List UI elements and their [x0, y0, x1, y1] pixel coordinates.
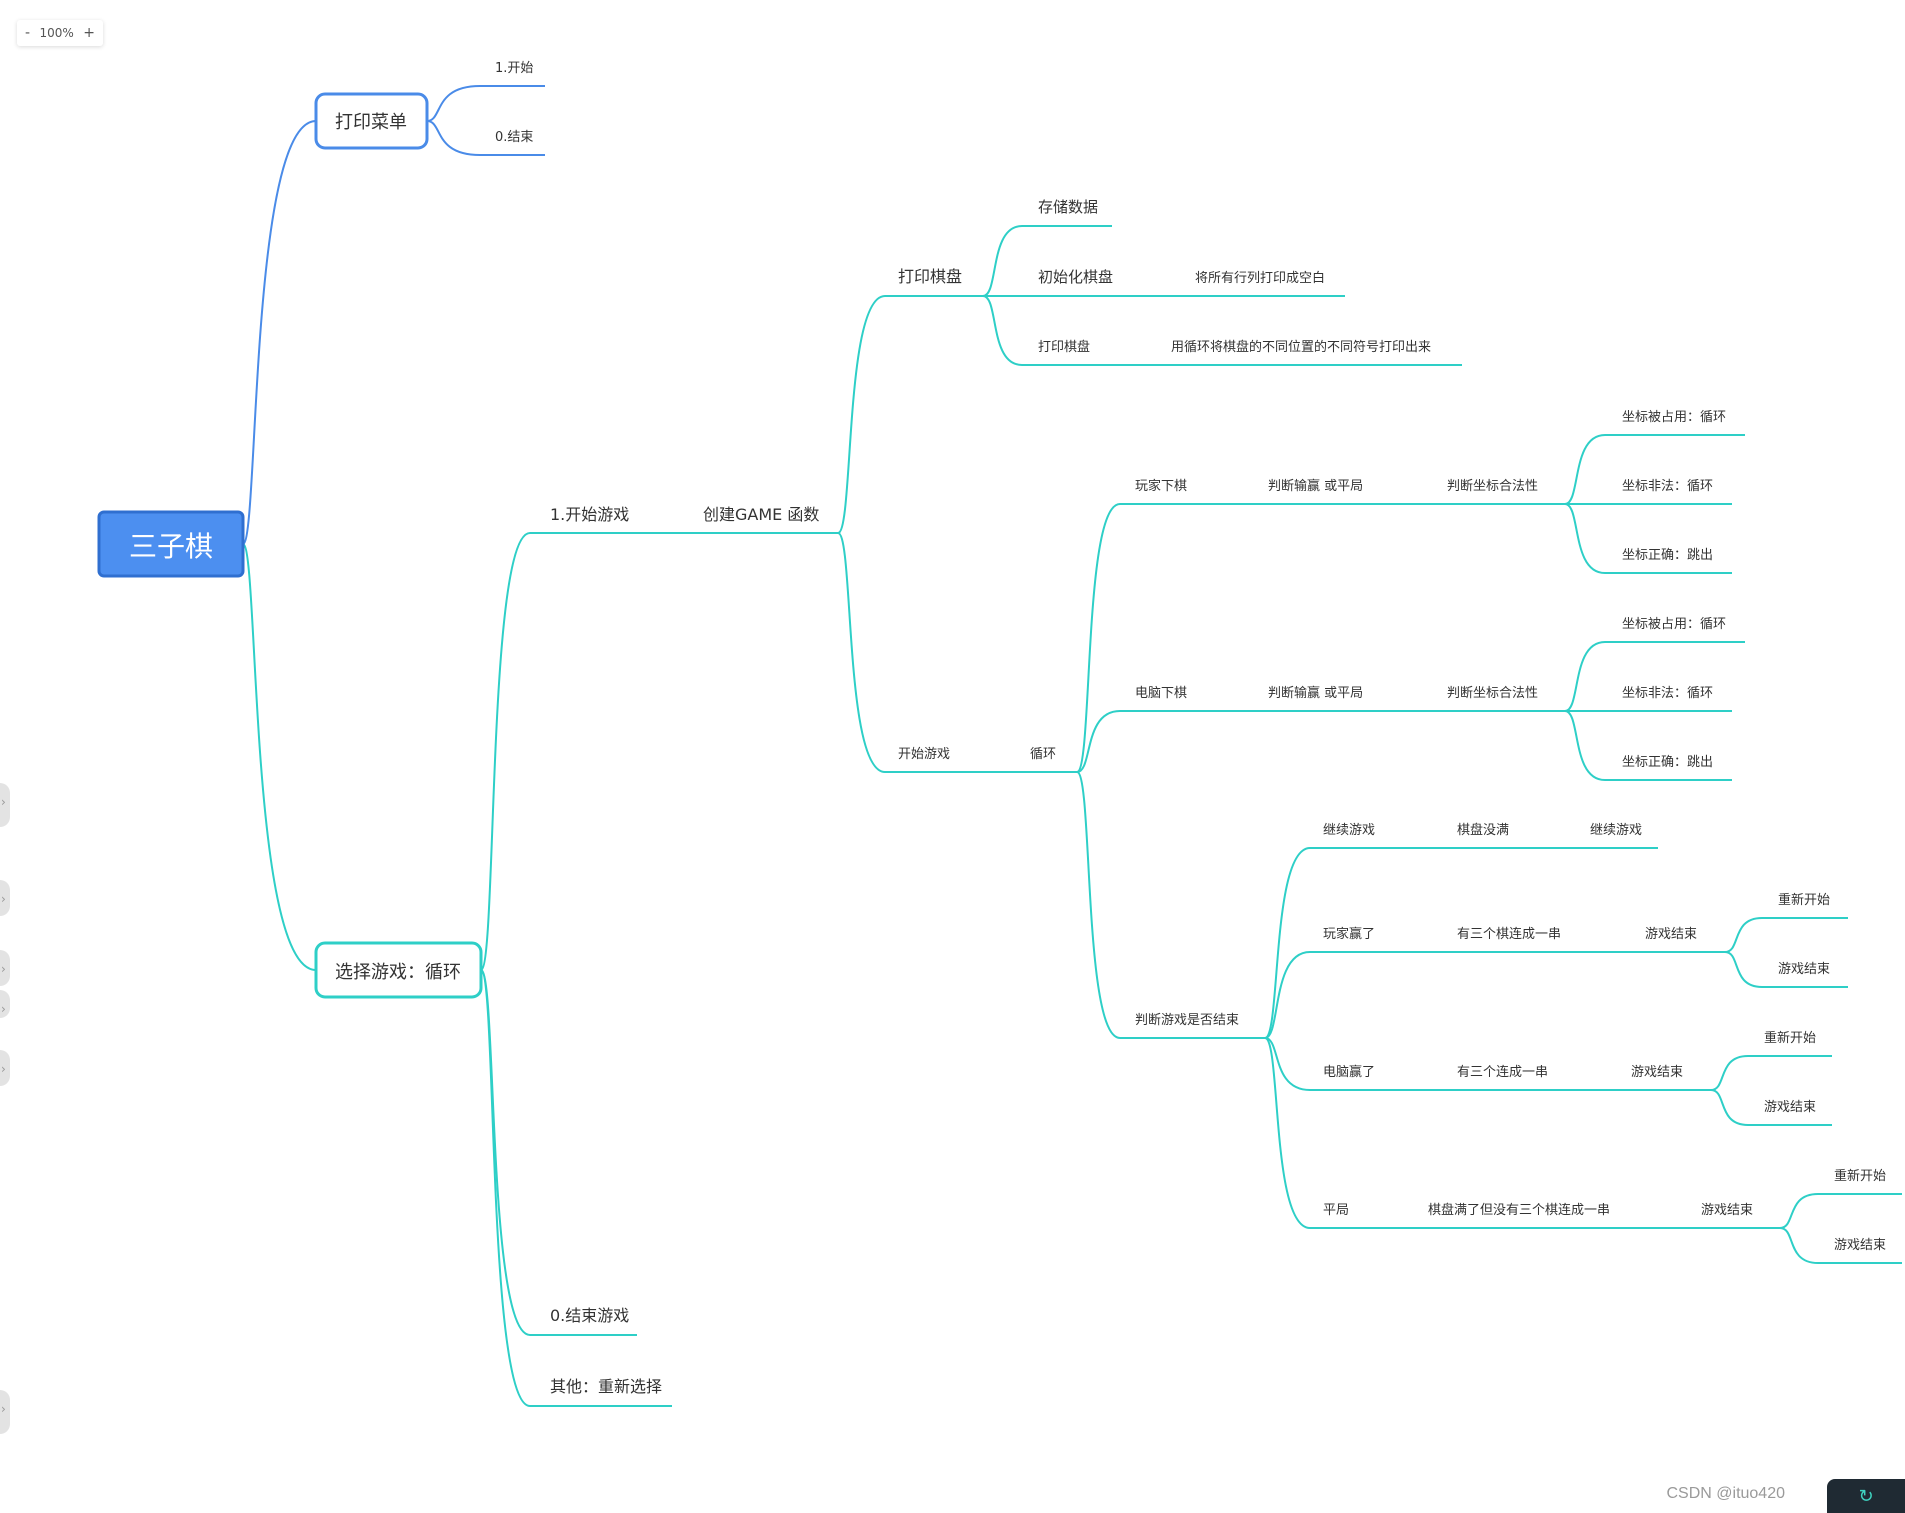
- connector-line: [1264, 1037, 1311, 1229]
- judge-end-node[interactable]: 判断游戏是否结束: [1135, 1013, 1239, 1028]
- connector-line: [1724, 917, 1763, 953]
- menu-option-end[interactable]: 0.结束: [495, 130, 533, 145]
- player-judge-node[interactable]: 判断输赢 或平局: [1268, 478, 1363, 494]
- zoom-control: - 100% +: [17, 20, 103, 46]
- connector-line: [1564, 710, 1606, 781]
- draw-cond[interactable]: 棋盘满了但没有三个棋连成一串: [1428, 1202, 1610, 1218]
- collapse-handle[interactable]: [0, 1390, 10, 1434]
- continue-result[interactable]: 继续游戏: [1590, 823, 1642, 838]
- menu-option-start[interactable]: 1.开始: [495, 61, 533, 76]
- draw-result[interactable]: 游戏结束: [1701, 1203, 1753, 1218]
- end-game-option[interactable]: 0.结束游戏: [550, 1306, 629, 1325]
- connector-line: [242, 543, 317, 971]
- draw-gameover[interactable]: 游戏结束: [1834, 1238, 1886, 1253]
- select-game-node-box[interactable]: [314, 941, 483, 999]
- refresh-icon[interactable]: ↻: [1827, 1479, 1905, 1513]
- connector-line: [1710, 1055, 1749, 1091]
- player-win-restart[interactable]: 重新开始: [1778, 892, 1830, 908]
- collapse-handle[interactable]: [0, 950, 10, 986]
- connector-line: [426, 120, 481, 156]
- computer-win-result[interactable]: 游戏结束: [1631, 1065, 1683, 1080]
- init-board-desc[interactable]: 将所有行列打印成空白: [1195, 270, 1325, 286]
- create-game-function[interactable]: 创建GAME 函数: [703, 505, 819, 524]
- player-win-gameover[interactable]: 游戏结束: [1778, 962, 1830, 977]
- draw-restart[interactable]: 重新开始: [1834, 1168, 1886, 1184]
- root-node-box[interactable]: [97, 510, 245, 578]
- connector-line: [982, 295, 1023, 366]
- computer-judge-node[interactable]: 判断输赢 或平局: [1268, 685, 1363, 701]
- collapse-handle[interactable]: [0, 880, 10, 916]
- computer-move-node[interactable]: 电脑下棋: [1135, 686, 1187, 701]
- computer-case-illegal[interactable]: 坐标非法：循环: [1622, 686, 1713, 701]
- connector-line: [837, 532, 886, 773]
- connector-line: [982, 225, 1023, 297]
- connector-line: [1076, 710, 1121, 773]
- other-option[interactable]: 其他：重新选择: [550, 1377, 662, 1396]
- connector-line: [1264, 1037, 1311, 1091]
- computer-win-cond[interactable]: 有三个连成一串: [1457, 1064, 1548, 1080]
- connector-line: [1264, 847, 1311, 1039]
- connector-line: [1710, 1089, 1749, 1126]
- computer-check-node[interactable]: 判断坐标合法性: [1447, 686, 1538, 701]
- player-check-node[interactable]: 判断坐标合法性: [1447, 479, 1538, 494]
- connector-line: [1564, 434, 1606, 505]
- computer-win-restart[interactable]: 重新开始: [1764, 1030, 1816, 1046]
- draw-node[interactable]: 平局: [1323, 1203, 1349, 1218]
- connector-line: [1564, 503, 1606, 574]
- player-win-result[interactable]: 游戏结束: [1645, 927, 1697, 942]
- player-case-illegal[interactable]: 坐标非法：循环: [1622, 479, 1713, 494]
- continue-cond[interactable]: 棋盘没满: [1457, 822, 1509, 838]
- connector-line: [1264, 951, 1311, 1039]
- connector-line: [837, 295, 886, 534]
- computer-case-valid[interactable]: 坐标正确：跳出: [1622, 755, 1713, 770]
- watermark: CSDN @ituo420: [1666, 1485, 1785, 1502]
- player-case-valid[interactable]: 坐标正确：跳出: [1622, 548, 1713, 563]
- print-menu-node-label: 打印菜单: [335, 112, 407, 133]
- start-game-option[interactable]: 1.开始游戏: [550, 505, 629, 524]
- player-move-node[interactable]: 玩家下棋: [1135, 478, 1187, 494]
- start-play-node[interactable]: 开始游戏: [898, 747, 950, 762]
- computer-win-node[interactable]: 电脑赢了: [1323, 1064, 1375, 1080]
- print-board-node[interactable]: 打印棋盘: [1038, 339, 1090, 355]
- connector-line: [1564, 641, 1606, 712]
- player-case-occupied[interactable]: 坐标被占用：循环: [1622, 410, 1726, 425]
- collapse-handle[interactable]: [0, 990, 10, 1018]
- zoom-out-button[interactable]: -: [25, 25, 31, 41]
- loop-node[interactable]: 循环: [1030, 747, 1056, 762]
- print-board-branch[interactable]: 打印棋盘: [898, 267, 962, 286]
- player-win-cond[interactable]: 有三个棋连成一串: [1457, 926, 1561, 942]
- connector-line: [1076, 503, 1121, 773]
- connector-line: [242, 120, 317, 545]
- init-board-node[interactable]: 初始化棋盘: [1038, 268, 1113, 286]
- store-data-node[interactable]: 存储数据: [1038, 198, 1098, 216]
- root-node-label: 三子棋: [129, 530, 213, 563]
- connector-line: [1076, 771, 1121, 1039]
- connector-line: [480, 532, 531, 971]
- select-game-node-label: 选择游戏：循环: [335, 962, 461, 983]
- player-win-node[interactable]: 玩家赢了: [1323, 926, 1375, 942]
- continue-node[interactable]: 继续游戏: [1323, 823, 1375, 838]
- connector-line: [1779, 1227, 1819, 1264]
- zoom-level: 100%: [39, 26, 74, 40]
- collapse-handle[interactable]: [0, 783, 10, 827]
- computer-win-gameover[interactable]: 游戏结束: [1764, 1100, 1816, 1115]
- zoom-in-button[interactable]: +: [83, 25, 95, 41]
- connector-line: [1779, 1193, 1819, 1229]
- collapse-handle[interactable]: [0, 1050, 10, 1086]
- print-board-desc[interactable]: 用循环将棋盘的不同位置的不同符号打印出来: [1171, 339, 1431, 355]
- computer-case-occupied[interactable]: 坐标被占用：循环: [1622, 617, 1726, 632]
- connector-line: [1724, 951, 1763, 988]
- connector-line: [426, 85, 481, 122]
- connector-line: [480, 969, 531, 1407]
- print-menu-node-box[interactable]: [314, 92, 429, 150]
